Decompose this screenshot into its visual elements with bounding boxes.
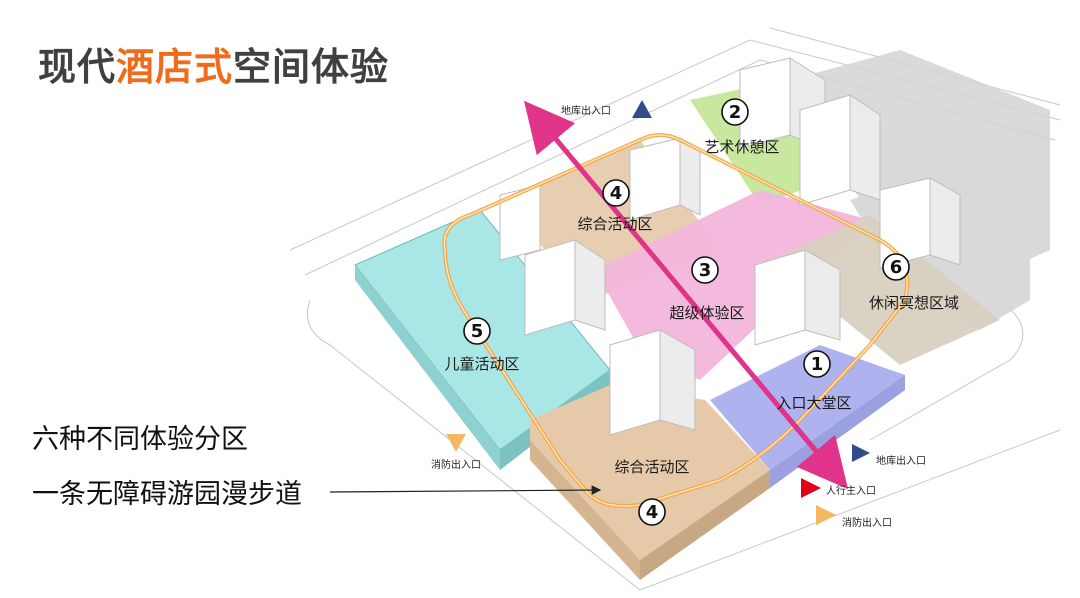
zone-1-marker: 1 入口大堂区 — [776, 350, 852, 412]
garage-entrance-right-icon — [852, 444, 870, 462]
zone-activity-bottom-block — [530, 385, 770, 580]
pedestrian-main-entrance: 人行主入口 — [801, 478, 876, 498]
zone-meditation-block — [770, 215, 1000, 365]
fire-entrance-left-label: 消防出入口 — [431, 458, 481, 471]
fire-entrance-left: 消防出入口 — [431, 434, 481, 471]
zone-5-marker: 5 儿童活动区 — [444, 317, 520, 373]
callout-arrow — [329, 485, 602, 495]
zone-6-marker: 6 休闲冥想区域 — [869, 253, 959, 312]
zone-4-bottom-number: 4 — [646, 502, 659, 523]
note-six-zones: 六种不同体验分区 — [32, 424, 248, 455]
fire-entrance-right-label: 消防出入口 — [842, 516, 892, 529]
garage-entrance-top-icon — [632, 100, 652, 118]
zone-3-number: 3 — [699, 260, 712, 281]
zone-4-bottom-marker: 综合活动区 4 — [614, 458, 690, 526]
zone-4-top-marker: 4 综合活动区 — [577, 179, 653, 233]
zone-3-label: 超级体验区 — [669, 304, 744, 322]
zone-5-label: 儿童活动区 — [444, 355, 519, 373]
title-highlight: 酒店式 — [116, 45, 234, 89]
title-prefix: 现代 — [38, 45, 117, 89]
zone-5-number: 5 — [471, 321, 484, 342]
pedestrian-entrance-icon — [801, 478, 821, 498]
zone-1-label: 入口大堂区 — [776, 394, 851, 412]
zone-6-number: 6 — [890, 257, 903, 278]
pedestrian-entrance-label: 人行主入口 — [826, 484, 876, 497]
main-axis-arrow-tail — [778, 406, 849, 490]
garage-entrance-top-label: 地库出入口 — [561, 104, 611, 117]
walking-path-inner — [443, 134, 908, 507]
zone-markers: 2 艺术休憩区 4 综合活动区 3 超级体验区 6 休闲冥想区域 5 儿 — [444, 98, 959, 526]
fire-entrance-right: 消防出入口 — [816, 505, 892, 529]
zone-2-label: 艺术休憩区 — [704, 138, 779, 156]
zone-3-marker: 3 超级体验区 — [669, 256, 745, 322]
entrance-markers: 地库出入口 地库出入口 人行主入口 消防出入口 消防出入口 — [431, 100, 926, 529]
page-title: 现代酒店式空间体验 — [38, 36, 389, 91]
garage-entrance-right-label: 地库出入口 — [876, 454, 926, 467]
fire-entrance-right-icon — [816, 505, 836, 525]
note-walking-path: 一条无障碍游园漫步道 — [32, 479, 302, 510]
zone-2-number: 2 — [729, 102, 742, 123]
title-suffix: 空间体验 — [233, 45, 390, 89]
garage-entrance-top: 地库出入口 — [561, 100, 652, 118]
zone-4-bottom-label: 综合活动区 — [614, 458, 689, 476]
buildings — [499, 57, 961, 436]
zone-1-number: 1 — [811, 354, 824, 375]
zone-4-top-number: 4 — [610, 183, 623, 204]
garage-entrance-right: 地库出入口 — [852, 444, 926, 467]
zone-6-label: 休闲冥想区域 — [869, 294, 959, 312]
fire-entrance-left-icon — [446, 434, 466, 452]
zone-2-marker: 2 艺术休憩区 — [704, 98, 780, 156]
zone-4-top-label: 综合活动区 — [577, 215, 652, 233]
